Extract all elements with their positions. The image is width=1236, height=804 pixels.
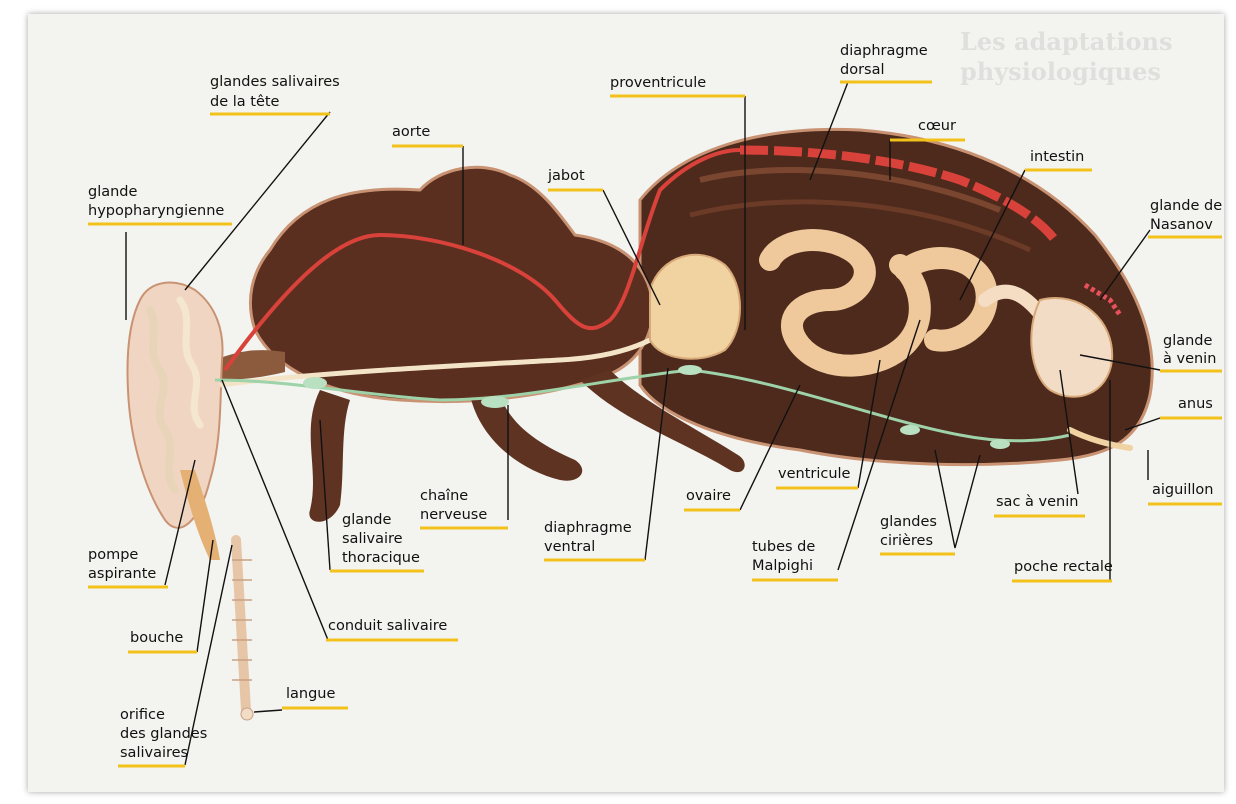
ganglion [303,377,327,389]
label-text: conduit salivaire [328,618,447,634]
label-text: langue [286,686,335,702]
label-bouche: bouche [128,630,197,652]
background-heading-line-2: physiologiques [960,57,1161,86]
label-diaphragme-ventral: diaphragme ventral [544,520,645,560]
label-text: glandes salivaires [210,74,340,90]
label-text: bouche [130,630,183,646]
label-text: orifice [120,707,165,723]
label-text: thoracique [342,550,420,566]
label-aorte: aorte [392,124,463,146]
label-text: glande de [1150,198,1222,214]
label-text: diaphragme [840,43,928,59]
label-text: des glandes [120,726,207,742]
ganglion [481,396,509,408]
label-text: salivaire [342,531,403,547]
label-text: sac à venin [996,494,1078,510]
label-text: chaîne [420,488,468,504]
label-text: de la tête [210,94,280,110]
label-text: tubes de [752,539,815,555]
leg [470,395,582,481]
label-text: nerveuse [420,507,487,523]
ganglion [900,425,920,435]
label-orifice-glandes: orifice des glandes salivaires [118,707,207,766]
background-heading-line-1: Les adaptations [960,27,1172,56]
tongue-tip [241,708,253,720]
label-text: pompe [88,547,138,563]
label-text: poche rectale [1014,559,1113,575]
label-diaphragme-dorsal: diaphragme dorsal [840,43,932,82]
label-glande-venin: glande à venin [1160,333,1222,371]
label-text: intestin [1030,149,1084,165]
label-pompe-aspirante: pompe aspirante [88,547,168,587]
crop [650,255,740,359]
label-jabot: jabot [547,168,603,190]
label-text: dorsal [840,62,885,78]
label-glandes-cirieres: glandes cirières [880,514,955,554]
label-text: glandes [880,514,937,530]
tongue [236,540,246,710]
leg [309,390,350,522]
label-poche-rectale: poche rectale [1012,559,1113,581]
label-text: ventricule [778,466,851,482]
bee-illustration [128,129,1153,720]
label-text: aorte [392,124,430,140]
label-text: à venin [1163,351,1216,367]
label-glande-hypopharyngienne: glande hypopharyngienne [88,184,232,224]
label-glande-salivaire-thoracique: glande salivaire thoracique [330,512,424,571]
leader-langue [254,710,282,712]
label-conduit-salivaire: conduit salivaire [326,618,458,640]
leader-bouche [197,540,213,652]
label-text: ventral [544,539,595,555]
label-text: cœur [918,118,956,134]
label-text: hypopharyngienne [88,203,224,219]
ganglion [678,365,702,375]
label-text: glande [1163,333,1213,349]
label-anus: anus [1160,396,1222,418]
label-text: anus [1178,396,1213,412]
label-text: diaphragme [544,520,632,536]
label-text: Nasanov [1150,217,1213,233]
label-chaine-nerveuse: chaîne nerveuse [420,488,508,528]
label-glande-nasanov: glande de Nasanov [1148,198,1222,237]
label-text: ovaire [686,488,731,504]
ganglion [990,439,1010,449]
label-tubes-malpighi: tubes de Malpighi [752,539,838,580]
neck [215,350,285,380]
label-text: cirières [880,533,933,549]
label-text: glande [342,512,392,528]
label-text: glande [88,184,138,200]
label-text: Malpighi [752,558,813,574]
label-intestin: intestin [1025,149,1092,170]
label-langue: langue [282,686,348,708]
label-proventricule: proventricule [610,75,745,96]
label-text: proventricule [610,75,706,91]
label-text: salivaires [120,745,188,761]
label-ventricule: ventricule [776,466,858,488]
label-text: jabot [547,168,585,184]
label-glandes-salivaires-tete: glandes salivaires de la tête [210,74,340,114]
label-text: aiguillon [1152,482,1213,498]
label-aiguillon: aiguillon [1148,482,1222,504]
label-text: aspirante [88,566,156,582]
background-heading: Les adaptations physiologiques [960,27,1172,86]
label-sac-venin: sac à venin [994,494,1085,516]
label-ovaire: ovaire [684,488,740,510]
